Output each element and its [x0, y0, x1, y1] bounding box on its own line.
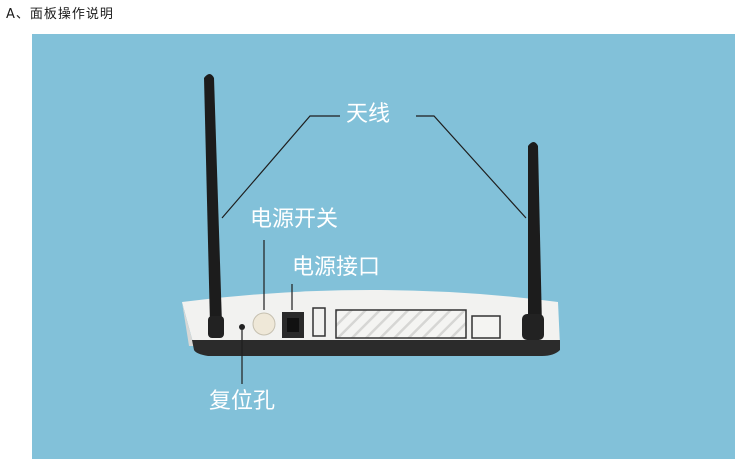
antenna-left: [204, 74, 224, 338]
label-power-jack: 电源接口: [292, 255, 381, 280]
antenna-right: [522, 142, 544, 340]
router-illustration: [182, 74, 560, 384]
antenna-leader-right: [416, 115, 527, 219]
lan-ports: [335, 309, 467, 339]
router-rear-panel-figure: 天线 电源开关 电源接口 复位孔: [32, 34, 735, 459]
wan-port: [471, 315, 501, 339]
router-base: [192, 340, 560, 356]
label-antenna: 天线: [346, 102, 391, 127]
reset-hole: [239, 324, 245, 330]
label-reset-hole: 复位孔: [209, 389, 276, 414]
antenna-leader-left: [221, 115, 340, 219]
small-port: [312, 307, 326, 337]
page-heading: A、面板操作说明: [6, 7, 114, 22]
label-power-switch: 电源开关: [250, 207, 339, 232]
power-switch: [252, 312, 276, 336]
power-jack: [282, 312, 304, 338]
